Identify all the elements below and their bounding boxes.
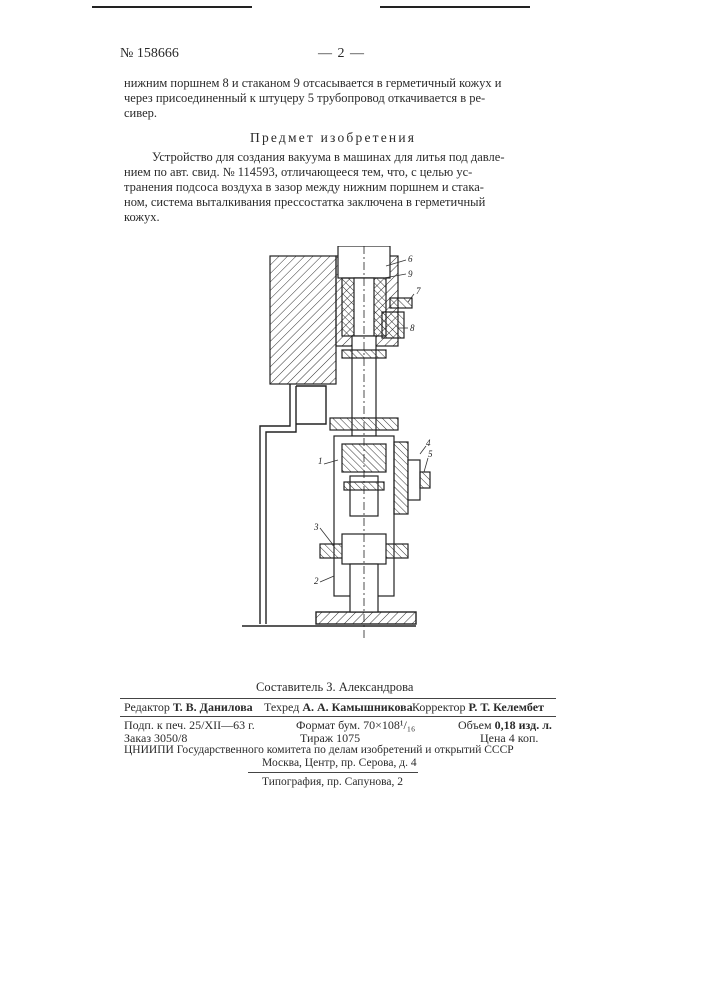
technical-drawing: 6 9 7 8 4 5 1 3 2 bbox=[238, 246, 438, 640]
corrector-name: Р. Т. Келембет bbox=[469, 700, 545, 714]
figure-label: 9 bbox=[408, 269, 413, 279]
editor-name: Т. В. Данилова bbox=[173, 700, 253, 714]
figure-label: 3 bbox=[313, 522, 319, 532]
figure-label: 1 bbox=[318, 456, 323, 466]
corrector-label: Корректор bbox=[412, 700, 466, 714]
patent-number: № 158666 bbox=[120, 46, 179, 62]
divider bbox=[248, 772, 418, 773]
institute: ЦНИИПИ Государственного комитета по дела… bbox=[124, 744, 514, 756]
address: Москва, Центр, пр. Серова, д. 4 bbox=[262, 757, 417, 769]
frame bbox=[260, 384, 326, 624]
text-line: нием по авт. свид. № 114593, отличающеес… bbox=[124, 165, 552, 180]
editor-label: Редактор bbox=[124, 700, 170, 714]
printer: Типография, пр. Сапунова, 2 bbox=[262, 776, 403, 788]
figure-label: 8 bbox=[410, 323, 415, 333]
section-heading: Предмет изобретения bbox=[250, 130, 416, 146]
page-number: — 2 — bbox=[318, 46, 365, 62]
figure-label: 4 bbox=[426, 438, 431, 448]
text-line: ном, система выталкивания прессостатка з… bbox=[124, 195, 552, 210]
text-line: кожух. bbox=[124, 210, 552, 225]
text-line: Устройство для создания вакуума в машина… bbox=[124, 150, 552, 165]
text-line: сивер. bbox=[124, 106, 552, 121]
text-line: нижним поршнем 8 и стаканом 9 отсасывает… bbox=[124, 76, 552, 91]
volume-label: Объем bbox=[458, 718, 492, 732]
corrector-credit: Корректор Р. Т. Келембет bbox=[412, 700, 544, 715]
techred-label: Техред bbox=[264, 700, 299, 714]
divider bbox=[120, 716, 556, 717]
editor-credit: Редактор Т. В. Данилова bbox=[124, 700, 253, 715]
continuation-paragraph: нижним поршнем 8 и стаканом 9 отсасывает… bbox=[124, 76, 552, 121]
divider bbox=[120, 698, 556, 699]
figure-label: 7 bbox=[416, 286, 421, 296]
base bbox=[316, 612, 416, 624]
figure-label: 6 bbox=[408, 254, 413, 264]
top-rule-left bbox=[92, 6, 252, 8]
text-line: через присоединенный к штуцеру 5 трубопр… bbox=[124, 91, 552, 106]
text-line: транения подсоса воздуха в зазор между н… bbox=[124, 180, 552, 195]
top-rule-right bbox=[380, 6, 530, 8]
claim-paragraph: Устройство для создания вакуума в машина… bbox=[124, 150, 552, 225]
compiler-line: Составитель З. Александрова bbox=[256, 680, 413, 695]
techred-credit: Техред А. А. Камышникова bbox=[264, 700, 413, 715]
figure-label: 5 bbox=[428, 449, 433, 459]
side-chamber-4 bbox=[394, 442, 430, 514]
techred-name: А. А. Камышникова bbox=[302, 700, 412, 714]
figure-label: 2 bbox=[314, 576, 319, 586]
volume-value: 0,18 изд. л. bbox=[495, 718, 552, 732]
